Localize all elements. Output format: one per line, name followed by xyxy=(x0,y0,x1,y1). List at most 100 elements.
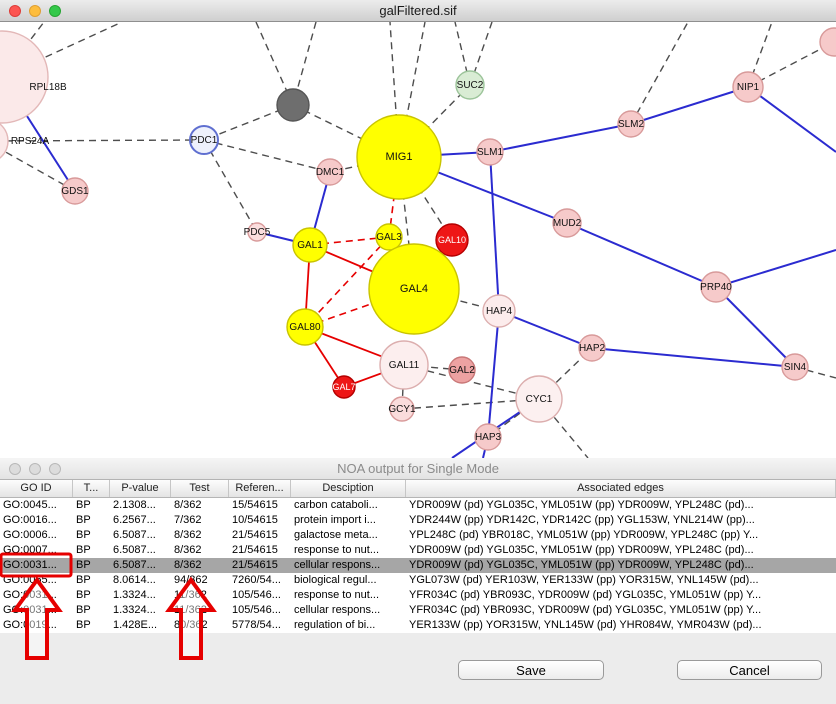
graph-node-gal4[interactable] xyxy=(368,243,460,335)
table-cell: YPL248C (pd) YBR018C, YML051W (pp) YDR00… xyxy=(409,529,759,541)
graph-edge[interactable] xyxy=(454,21,471,86)
graph-node-gal7[interactable] xyxy=(332,375,356,399)
graph-node-suc2[interactable] xyxy=(455,70,485,100)
table-cell: 7260/54... xyxy=(232,574,281,586)
graph-node-mud2[interactable] xyxy=(552,208,582,238)
graph-node-label-gds1: GDS1 xyxy=(61,186,89,197)
graph-node-dmc1[interactable] xyxy=(316,158,344,186)
save-button[interactable]: Save xyxy=(458,660,604,680)
table-cell: YER133W (pp) YOR315W, YNL145W (pd) YHR08… xyxy=(409,619,762,631)
graph-edge[interactable] xyxy=(591,347,796,368)
graph-node-slm2[interactable] xyxy=(617,110,645,138)
graph-edge[interactable] xyxy=(747,41,835,88)
graph-edge[interactable] xyxy=(292,21,317,106)
graph-node-gds1[interactable] xyxy=(61,177,89,205)
table-cell: BP xyxy=(76,499,91,511)
column-header-5[interactable]: Referen... xyxy=(229,480,291,497)
graph-node-gal80[interactable] xyxy=(286,308,324,346)
graph-node-cyc1[interactable] xyxy=(515,375,563,423)
column-header-2[interactable]: T... xyxy=(73,480,110,497)
zoom-button-inactive[interactable] xyxy=(49,463,61,475)
column-header-4[interactable]: Test xyxy=(171,480,229,497)
graph-node-hap2[interactable] xyxy=(578,334,606,362)
cancel-button[interactable]: Cancel xyxy=(677,660,822,680)
graph-node-gal11[interactable] xyxy=(379,340,429,390)
column-header-1[interactable]: GO ID xyxy=(0,480,73,497)
table-cell: BP xyxy=(76,544,91,556)
table-cell: BP xyxy=(76,604,91,616)
graph-node-gal10[interactable] xyxy=(435,223,469,257)
table-cell: response to nut... xyxy=(294,544,379,556)
column-header-6[interactable]: Desciption xyxy=(291,480,406,497)
graph-node-rpl18b[interactable] xyxy=(0,30,49,124)
graph-node-prp40[interactable] xyxy=(700,271,732,303)
window-controls xyxy=(9,5,61,17)
graph-edge[interactable] xyxy=(630,86,749,125)
graph-node-label-gcy1: GCY1 xyxy=(388,404,416,415)
graph-edge[interactable] xyxy=(398,21,426,158)
graph-edge[interactable] xyxy=(715,286,796,368)
table-cell: YFR034C (pd) YBR093C, YDR009W (pd) YGL03… xyxy=(409,604,762,616)
graph-edge[interactable] xyxy=(630,21,689,125)
graph-node-dark[interactable] xyxy=(276,88,310,122)
table-cell: 5778/54... xyxy=(232,619,281,631)
graph-node-tr[interactable] xyxy=(819,27,836,57)
column-header-3[interactable]: P-value xyxy=(110,480,171,497)
graph-edge[interactable] xyxy=(389,21,400,158)
close-button[interactable] xyxy=(9,5,21,17)
graph-node-pdc1[interactable] xyxy=(189,125,219,155)
graph-node-mig1[interactable] xyxy=(356,114,442,200)
graph-edge[interactable] xyxy=(203,139,258,233)
graph-node-gal3[interactable] xyxy=(375,223,403,251)
table-cell: YFR034C (pd) YBR093C, YDR009W (pd) YGL03… xyxy=(409,589,762,601)
table-cell: 80/362 xyxy=(174,619,208,631)
table-cell: 6.5087... xyxy=(113,559,156,571)
graph-node-gal2[interactable] xyxy=(448,356,476,384)
graph-node-hap4[interactable] xyxy=(482,294,516,328)
graph-node-slm1[interactable] xyxy=(476,138,504,166)
graph-node-hap3[interactable] xyxy=(474,423,502,451)
graph-node-label-suc2: SUC2 xyxy=(457,80,484,91)
table-cell: regulation of bi... xyxy=(294,619,376,631)
minimize-button-inactive[interactable] xyxy=(29,463,41,475)
network-graph[interactable]: RPL18BRPS24AGDS1PDC1DMC1MIG1SUC2SLM1SLM2… xyxy=(0,21,836,459)
graph-edge[interactable] xyxy=(566,222,717,288)
graph-edge[interactable] xyxy=(747,86,836,153)
noa-window-titlebar[interactable]: NOA output for Single Mode xyxy=(0,458,836,480)
table-cell: GO:0065... xyxy=(3,574,57,586)
graph-edge[interactable] xyxy=(1,21,123,78)
column-header-7[interactable]: Associated edges xyxy=(406,480,836,497)
minimize-button[interactable] xyxy=(29,5,41,17)
graph-node-gcy1[interactable] xyxy=(389,396,415,422)
noa-window-title: NOA output for Single Mode xyxy=(337,461,499,476)
graph-node-pdc5[interactable] xyxy=(247,222,267,242)
graph-node-label-pdc1: PDC1 xyxy=(191,135,218,146)
graph-edge[interactable] xyxy=(487,310,500,438)
table-cell: 15/54615 xyxy=(232,499,278,511)
graph-edge[interactable] xyxy=(203,139,331,173)
graph-node-gal1[interactable] xyxy=(292,227,328,263)
graph-edge[interactable] xyxy=(715,249,836,288)
graph-edge[interactable] xyxy=(489,151,500,312)
graph-node-rps24a[interactable] xyxy=(0,119,9,163)
zoom-button[interactable] xyxy=(49,5,61,17)
graph-edge[interactable] xyxy=(489,123,632,153)
graph-edge[interactable] xyxy=(0,139,205,142)
graph-edge[interactable] xyxy=(304,236,390,328)
graph-edge[interactable] xyxy=(304,288,415,328)
graph-node-nip1[interactable] xyxy=(732,71,764,103)
graph-node-sin4[interactable] xyxy=(781,353,809,381)
close-button-inactive[interactable] xyxy=(9,463,21,475)
network-window-titlebar[interactable]: galFiltered.sif xyxy=(0,0,836,22)
